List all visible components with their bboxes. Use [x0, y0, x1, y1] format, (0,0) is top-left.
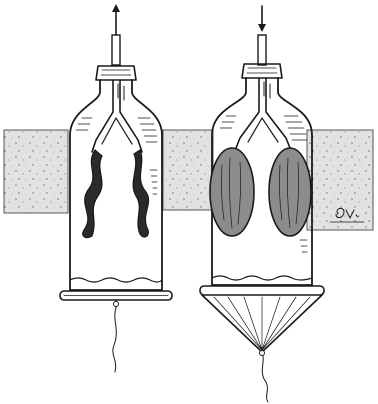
arrow-up-icon: [112, 4, 120, 35]
glass-hatching: [76, 118, 157, 194]
flat-membrane: [60, 291, 172, 300]
chest-wall-band: [4, 130, 373, 230]
right-jar: [200, 6, 324, 402]
rubber-stopper: [96, 66, 136, 80]
trachea-tube: [236, 78, 290, 148]
inflated-lung-left: [210, 148, 254, 236]
inflated-lung-right: [269, 148, 311, 236]
deflated-lung-right: [133, 150, 148, 237]
left-jar: [60, 4, 172, 372]
pulled-membrane: [200, 286, 324, 352]
rubber-stopper: [242, 64, 282, 78]
deflated-lung-left: [83, 150, 102, 238]
arrow-down-icon: [258, 6, 266, 32]
